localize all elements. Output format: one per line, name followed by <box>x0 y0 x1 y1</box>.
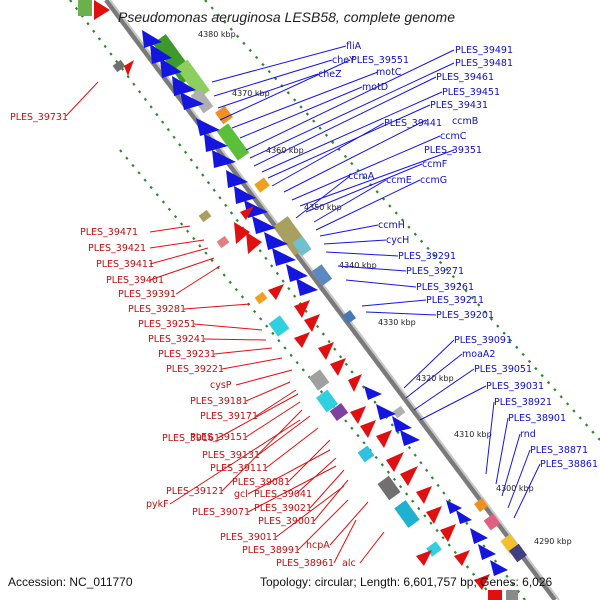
kbp-tick-label: 4310 kbp <box>454 430 492 439</box>
gene-label[interactable]: PLES_39011 <box>220 532 278 543</box>
kbp-tick-label: 4300 kbp <box>496 484 534 493</box>
gene-label[interactable]: ccmF <box>422 159 447 170</box>
gene-label[interactable]: PLES_39271 <box>406 266 464 277</box>
gene-label[interactable]: PLES_39401 <box>106 275 164 286</box>
gene-label[interactable]: PLES_39151 <box>190 432 248 443</box>
gene-label[interactable]: PLES_39111 <box>210 463 268 474</box>
red-callout-lines <box>65 81 385 564</box>
gene-label[interactable]: PLES_39431 <box>430 100 488 111</box>
gene-label[interactable]: cysP <box>210 380 232 391</box>
kbp-tick-label: 4340 kbp <box>339 261 377 270</box>
gene-label[interactable]: PLES_39231 <box>158 349 216 360</box>
gene-label[interactable]: PLES_39391 <box>118 289 176 300</box>
gene-label[interactable]: ccmG <box>420 175 447 186</box>
gene-label[interactable]: ccmH <box>378 220 405 231</box>
topology-info: Topology: circular; Length: 6,601,757 bp… <box>260 575 553 589</box>
feature-boxes <box>78 0 527 600</box>
gene-label[interactable]: PLES_39021 <box>254 503 312 514</box>
gene-label[interactable]: PLES_39461 <box>436 72 494 83</box>
gene-label[interactable]: PLES_39441 <box>384 118 442 129</box>
figure-title: Pseudomonas aeruginosa LESB58, complete … <box>118 9 455 25</box>
gene-label[interactable]: alc <box>342 558 356 569</box>
gene-label[interactable]: cheZ <box>318 69 342 80</box>
gene-label[interactable]: PLES_39211 <box>426 295 484 306</box>
gene-label[interactable]: PLES_39201 <box>436 310 494 321</box>
kbp-tick-label: 4350 kbp <box>304 203 342 212</box>
gene-label[interactable]: fliA <box>346 41 362 52</box>
gene-label[interactable]: motD <box>362 82 388 93</box>
blue-gene-labels: fliA cheY cheZ PLES_39551 motC motD PLES… <box>318 41 598 470</box>
accession-info: Accession: NC_011770 <box>8 575 133 589</box>
gene-label[interactable]: PLES_39491 <box>455 45 513 56</box>
gene-label[interactable]: ccmC <box>440 131 467 142</box>
gene-label[interactable]: PLES_39261 <box>416 282 474 293</box>
gene-label[interactable]: PLES_39031 <box>486 381 544 392</box>
gene-label[interactable]: PLES_39351 <box>424 145 482 156</box>
gene-label[interactable]: PLES_39731 <box>10 112 68 123</box>
blue-callout-lines <box>211 45 541 519</box>
gene-label[interactable]: PLES_39551 <box>351 55 409 66</box>
gene-arrows <box>94 0 508 590</box>
kbp-tick-label: 4330 kbp <box>378 318 416 327</box>
gene-label[interactable]: PLES_38961 <box>276 558 334 569</box>
gene-label[interactable]: PLES_39241 <box>148 334 206 345</box>
gene-label[interactable]: PLES_39281 <box>128 304 186 315</box>
gene-label[interactable]: PLES_39071 <box>192 507 250 518</box>
gene-label[interactable]: PLES_39081 <box>232 477 290 488</box>
dotted-guides <box>69 0 600 600</box>
gene-label[interactable]: PLES_39471 <box>80 227 138 238</box>
gene-label[interactable]: moaA2 <box>462 349 495 360</box>
gene-label[interactable]: gcl <box>234 489 248 500</box>
gene-label[interactable]: PLES_39181 <box>190 396 248 407</box>
gene-label[interactable]: cheY <box>332 55 355 66</box>
gene-label[interactable]: cycH <box>386 235 409 246</box>
kbp-tick-label: 4370 kbp <box>232 89 270 98</box>
gene-label[interactable]: PLES_39121 <box>166 486 224 497</box>
gene-label[interactable]: PLES_38861 <box>540 459 598 470</box>
gene-label[interactable]: PLES_39451 <box>442 87 500 98</box>
gene-label[interactable]: ccmA <box>348 171 375 182</box>
gene-label[interactable]: PLES_39251 <box>138 319 196 330</box>
gene-label[interactable]: PLES_39051 <box>474 364 532 375</box>
gene-label[interactable]: hcpA <box>306 540 330 551</box>
gene-label[interactable]: PLES_39131 <box>202 450 260 461</box>
gene-label[interactable]: rnd <box>520 429 536 440</box>
gene-label[interactable]: ccmE <box>386 175 412 186</box>
gene-label[interactable]: PLES_39421 <box>88 243 146 254</box>
gene-label[interactable]: PLES_39291 <box>398 251 456 262</box>
gene-label[interactable]: pykF <box>146 499 169 510</box>
kbp-tick-label: 4320 kbp <box>416 374 454 383</box>
gene-label[interactable]: PLES_39041 <box>254 489 312 500</box>
gene-label[interactable]: PLES_38921 <box>494 397 552 408</box>
gene-label[interactable]: PLES_38871 <box>530 445 588 456</box>
gene-label[interactable]: PLES_39411 <box>96 259 154 270</box>
red-gene-labels: PLES_39731 PLES_39471 PLES_39421 PLES_39… <box>10 112 356 569</box>
gene-label[interactable]: PLES_39221 <box>166 364 224 375</box>
gene-label[interactable]: PLES_39091 <box>454 335 512 346</box>
gene-label[interactable]: PLES_38901 <box>508 413 566 424</box>
gene-label[interactable]: PLES_39161 <box>162 433 220 444</box>
gene-label[interactable]: ccmB <box>452 116 478 127</box>
kbp-tick-label: 4380 kbp <box>198 30 236 39</box>
gene-label[interactable]: PLES_39481 <box>455 58 513 69</box>
gene-label[interactable]: PLES_39171 <box>200 411 258 422</box>
gene-label[interactable]: PLES_38991 <box>242 545 300 556</box>
gene-label[interactable]: motC <box>376 67 402 78</box>
kbp-tick-label: 4290 kbp <box>534 537 572 546</box>
gene-label[interactable]: PLES_39001 <box>258 516 316 527</box>
